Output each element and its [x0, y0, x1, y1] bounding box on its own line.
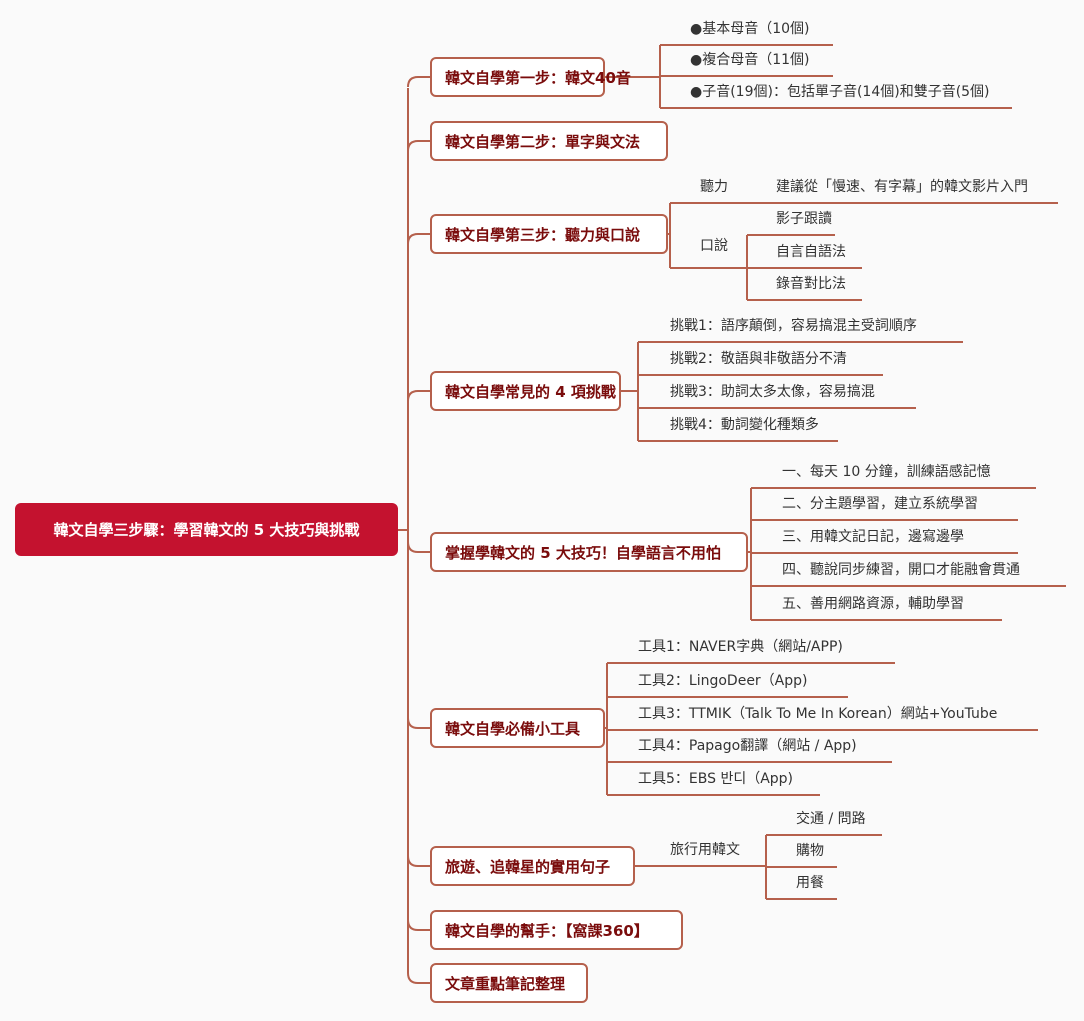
leaf-node[interactable]: 挑戰3：助詞太多太像，容易搞混	[670, 384, 875, 400]
connector	[407, 919, 430, 931]
branch-node[interactable]: 韓文自學第三步：聽力與口說	[430, 214, 668, 254]
connector	[407, 140, 430, 152]
branch-node[interactable]: 韓文自學常見的 4 項挑戰	[430, 371, 621, 411]
leaf-node[interactable]: 挑戰2：敬語與非敬語分不清	[670, 351, 847, 367]
leaf-node[interactable]: 自言自語法	[776, 244, 846, 260]
leaf-node[interactable]: 工具2：LingoDeer（App)	[638, 673, 808, 689]
sub-node[interactable]: 口說	[700, 238, 728, 254]
leaf-node[interactable]: 工具1：NAVER字典（網站/APP)	[638, 639, 843, 655]
leaf-node[interactable]: 挑戰1：語序顛倒，容易搞混主受詞順序	[670, 318, 917, 334]
root-node[interactable]: 韓文自學三步驟：學習韓文的 5 大技巧與挑戰	[15, 503, 398, 556]
connector	[407, 972, 430, 984]
leaf-node[interactable]: ●基本母音（10個)	[690, 21, 810, 37]
leaf-node[interactable]: 工具3：TTMIK（Talk To Me In Korean）網站+YouTub…	[638, 706, 998, 722]
leaf-node[interactable]: 工具4：Papago翻譯（網站 / App)	[638, 738, 857, 754]
leaf-node[interactable]: 三、用韓文記日記，邊寫邊學	[782, 529, 964, 545]
leaf-node[interactable]: 五、善用網路資源，輔助學習	[782, 596, 964, 612]
connector	[407, 390, 430, 402]
branch-node[interactable]: 韓文自學的幫手：【窩課360】	[430, 910, 683, 950]
leaf-node[interactable]: 四、聽說同步練習，開口才能融會貫通	[782, 562, 1020, 578]
leaf-node[interactable]: 用餐	[796, 875, 824, 891]
connector	[407, 855, 430, 867]
sub-node[interactable]: 聽力	[700, 179, 728, 195]
leaf-node[interactable]: 工具5：EBS 반디（App)	[638, 771, 794, 787]
branch-node[interactable]: 韓文自學第一步：韓文40音	[430, 57, 631, 97]
leaf-node[interactable]: ●子音(19個)：包括單子音(14個)和雙子音(5個)	[690, 84, 990, 100]
connector	[407, 717, 430, 729]
leaf-node[interactable]: 購物	[796, 843, 824, 859]
leaf-node[interactable]: 建議從「慢速、有字幕」的韓文影片入門	[776, 179, 1028, 195]
sub-node[interactable]: 旅行用韓文	[670, 842, 740, 858]
branch-node[interactable]: 韓文自學第二步：單字與文法	[430, 121, 668, 161]
leaf-node[interactable]: 挑戰4：動詞變化種類多	[670, 417, 819, 433]
connector	[407, 541, 430, 553]
connector	[407, 233, 430, 245]
leaf-node[interactable]: ●複合母音（11個)	[690, 52, 810, 68]
connector	[407, 76, 430, 88]
leaf-node[interactable]: 影子跟讀	[776, 211, 832, 227]
leaf-node[interactable]: 一、每天 10 分鐘，訓練語感記憶	[782, 464, 991, 480]
branch-node[interactable]: 旅遊、追韓星的實用句子	[430, 846, 635, 886]
branch-node[interactable]: 韓文自學必備小工具	[430, 708, 605, 748]
leaf-node[interactable]: 錄音對比法	[776, 276, 846, 292]
branch-node[interactable]: 文章重點筆記整理	[430, 963, 588, 1003]
leaf-node[interactable]: 交通 / 問路	[796, 811, 866, 827]
leaf-node[interactable]: 二、分主題學習，建立系統學習	[782, 496, 978, 512]
branch-node[interactable]: 掌握學韓文的 5 大技巧！自學語言不用怕	[430, 532, 748, 572]
